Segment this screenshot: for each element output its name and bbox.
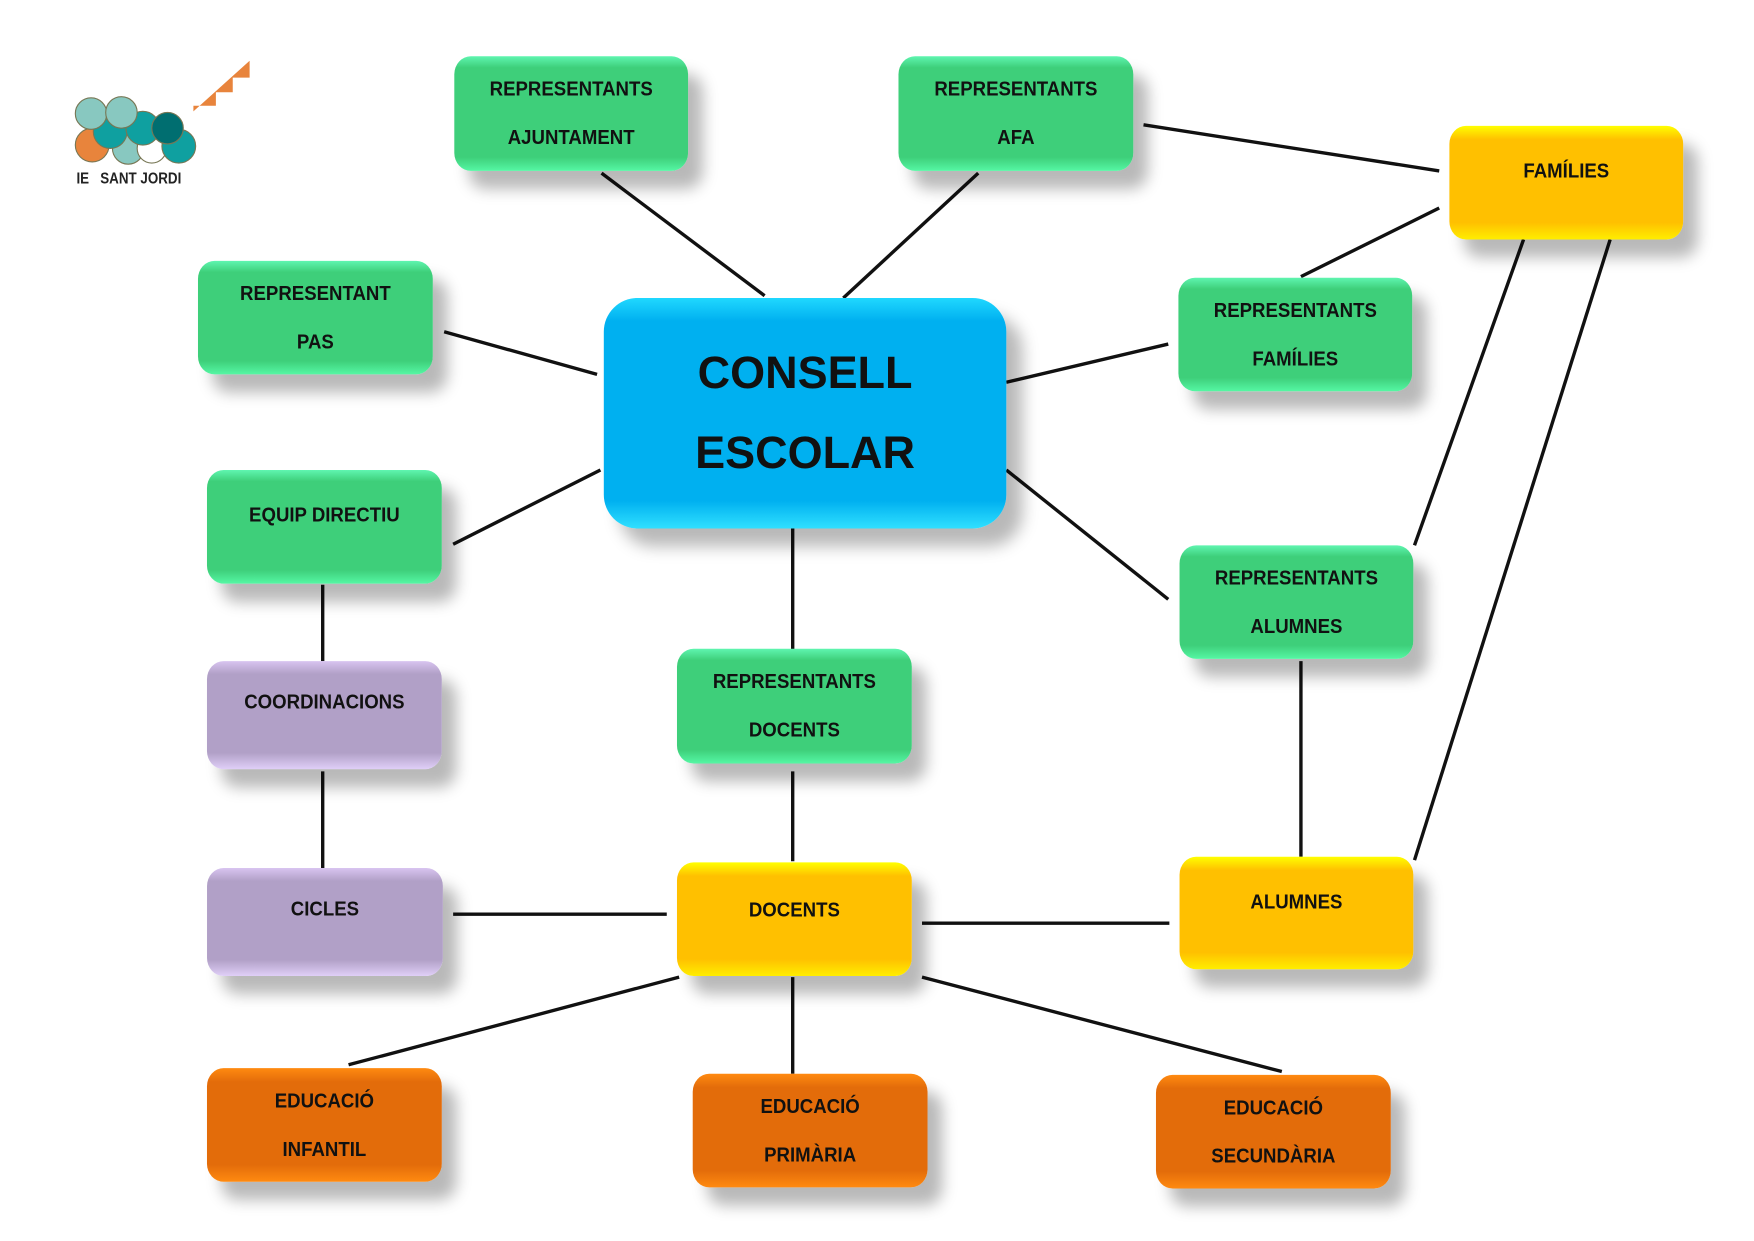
connector <box>1412 238 1612 861</box>
node-educacio-secundaria[interactable]: EDUCACIÓ SECUNDÀRIA <box>1155 1074 1391 1189</box>
connector <box>842 171 980 300</box>
node-label: REPRESENTANTS <box>1213 298 1377 322</box>
connector <box>921 975 1283 1074</box>
connector <box>1005 468 1170 601</box>
connector <box>443 330 598 377</box>
node-educacio-infantil[interactable]: EDUCACIÓ INFANTIL <box>206 1068 442 1182</box>
node-label: REPRESENTANTS <box>489 77 653 101</box>
connector <box>1143 123 1440 173</box>
node-representants-alumnes[interactable]: REPRESENTANTS ALUMNES <box>1179 545 1414 659</box>
connector <box>452 468 602 546</box>
node-representants-families[interactable]: REPRESENTANTS FAMÍLIES <box>1178 277 1413 392</box>
node-label: CICLES <box>290 897 360 920</box>
node-label: ALUMNES <box>1250 614 1343 637</box>
node-representants-afa[interactable]: REPRESENTANTS AFA <box>898 56 1134 171</box>
node-coordinacions[interactable]: COORDINACIONS <box>206 661 442 770</box>
connector <box>1005 342 1169 384</box>
node-label: REPRESENTANTS <box>1214 566 1378 589</box>
node-consell-escolar[interactable]: CONSELL ESCOLAR <box>603 297 1007 529</box>
node-label: REPRESENTANT <box>240 281 391 305</box>
node-label: AFA <box>997 125 1035 149</box>
node-label: DOCENTS <box>748 898 840 921</box>
node-docents[interactable]: DOCENTS <box>676 862 912 976</box>
node-equip-directiu[interactable]: EQUIP DIRECTIU <box>206 469 442 584</box>
node-label: AJUNTAMENT <box>507 125 635 149</box>
node-label: SECUNDÀRIA <box>1211 1144 1336 1167</box>
node-label: REPRESENTANTS <box>712 670 876 693</box>
node-label: PAS <box>296 330 334 353</box>
school-logo <box>74 60 250 165</box>
node-label: REPRESENTANTS <box>934 77 1098 101</box>
node-label: EDUCACIÓ <box>274 1088 375 1112</box>
connector <box>348 975 680 1067</box>
node-cicles[interactable]: CICLES <box>207 868 443 976</box>
node-label: INFANTIL <box>282 1137 367 1160</box>
node-label: COORDINACIONS <box>244 690 405 713</box>
node-label: PRIMÀRIA <box>764 1142 857 1166</box>
node-label: FAMÍLIES <box>1252 346 1339 370</box>
node-educacio-primaria[interactable]: EDUCACIÓ PRIMÀRIA <box>692 1073 928 1188</box>
node-label: ALUMNES <box>1250 890 1343 914</box>
node-label: FAMÍLIES <box>1523 159 1610 183</box>
node-representant-pas[interactable]: REPRESENTANT PAS <box>197 260 433 375</box>
connector <box>1412 238 1526 546</box>
center-title-line1: CONSELL <box>697 348 913 398</box>
node-label: EDUCACIÓ <box>1223 1095 1324 1119</box>
center-title-line2: ESCOLAR <box>695 427 916 478</box>
node-label: DOCENTS <box>748 718 840 741</box>
node-label: EDUCACIÓ <box>760 1094 860 1118</box>
node-representants-docents[interactable]: REPRESENTANTS DOCENTS <box>676 648 912 764</box>
node-alumnes[interactable]: ALUMNES <box>1179 856 1414 970</box>
node-families[interactable]: FAMÍLIES <box>1449 125 1684 240</box>
node-representants-ajuntament[interactable]: REPRESENTANTS AJUNTAMENT <box>454 56 689 171</box>
logo-text: IE SANT JORDI <box>76 168 182 187</box>
node-label: EQUIP DIRECTIU <box>249 503 400 527</box>
connector <box>600 171 766 298</box>
connector <box>1300 206 1440 279</box>
